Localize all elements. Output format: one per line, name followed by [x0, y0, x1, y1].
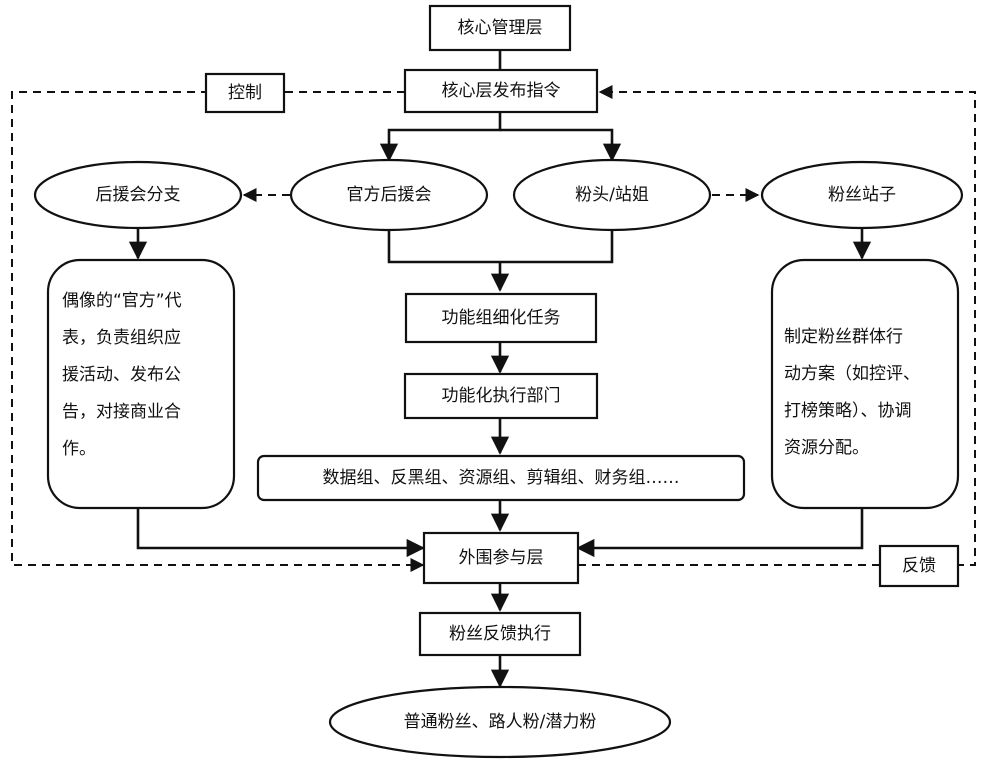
- fan-leader-ellipse: 粉头/站姐: [512, 158, 712, 232]
- connector-right-note-to-peripheral: [576, 508, 864, 558]
- right-note-line-1: 制定粉丝群体行: [784, 327, 903, 347]
- official-fanclub-label: 官方后援会: [347, 185, 432, 205]
- task-refine-box: 功能组细化任务: [404, 292, 598, 344]
- connectors: [128, 50, 872, 688]
- feedback-dashed-line-right: [578, 85, 976, 566]
- fan-feedback-box: 粉丝反馈执行: [418, 611, 582, 657]
- connector-left-note-to-peripheral: [136, 508, 425, 558]
- left-note-line-4: 告，对接商业合: [62, 402, 181, 422]
- fan-site-label: 粉丝站子: [828, 185, 896, 205]
- left-note-line-2: 表，负责组织应: [62, 328, 181, 348]
- groups-box: 数据组、反黑组、资源组、剪辑组、财务组……: [256, 454, 746, 502]
- control-label: 控制: [228, 83, 262, 103]
- core-directive-label: 核心层发布指令: [442, 81, 561, 101]
- peripheral-box: 外围参与层: [422, 531, 580, 585]
- fan-site-ellipse: 粉丝站子: [760, 160, 964, 230]
- exec-dept-box: 功能化执行部门: [403, 372, 599, 420]
- fan-branch-ellipse: 后援会分支: [33, 160, 243, 230]
- connector-directive-split: [379, 112, 502, 162]
- peripheral-label: 外围参与层: [459, 548, 544, 568]
- right-note-line-2: 动方案（如控评、: [784, 364, 920, 384]
- fan-branch-label: 后援会分支: [96, 185, 181, 205]
- fan-feedback-label: 粉丝反馈执行: [449, 624, 551, 644]
- exec-dept-label: 功能化执行部门: [442, 386, 561, 406]
- core-management-box: 核心管理层: [428, 4, 572, 52]
- left-note-box: 偶像的“官方”代 表，负责组织应 援活动、发布公 告，对接商业合 作。: [46, 258, 236, 510]
- control-label-box: 控制: [204, 72, 286, 114]
- ordinary-fans-ellipse: 普通粉丝、路人粉/潜力粉: [328, 685, 672, 759]
- groups-label: 数据组、反黑组、资源组、剪辑组、财务组……: [323, 468, 680, 488]
- official-fanclub-ellipse: 官方后援会: [289, 158, 489, 232]
- left-note-line-5: 作。: [62, 439, 96, 459]
- right-note-box: 制定粉丝群体行 动方案（如控评、 打榜策略）、协调 资源分配。: [770, 258, 960, 510]
- task-refine-label: 功能组细化任务: [442, 308, 561, 328]
- core-directive-box: 核心层发布指令: [403, 68, 599, 114]
- left-note-line-3: 援活动、发布公: [62, 365, 181, 385]
- right-note-line-4: 资源分配。: [784, 438, 869, 458]
- fan-leader-label: 粉头/站姐: [575, 185, 649, 205]
- feedback-label-box: 反馈: [878, 544, 960, 588]
- right-note-line-3: 打榜策略）、协调: [784, 401, 912, 421]
- feedback-label: 反馈: [902, 556, 936, 576]
- connector-directive-split-right: [500, 128, 622, 162]
- ordinary-fans-label: 普通粉丝、路人粉/潜力粉: [404, 712, 597, 732]
- left-note-line-1: 偶像的“官方”代: [62, 291, 182, 311]
- connector-merge-to-task: [387, 230, 614, 264]
- core-management-label: 核心管理层: [458, 18, 543, 38]
